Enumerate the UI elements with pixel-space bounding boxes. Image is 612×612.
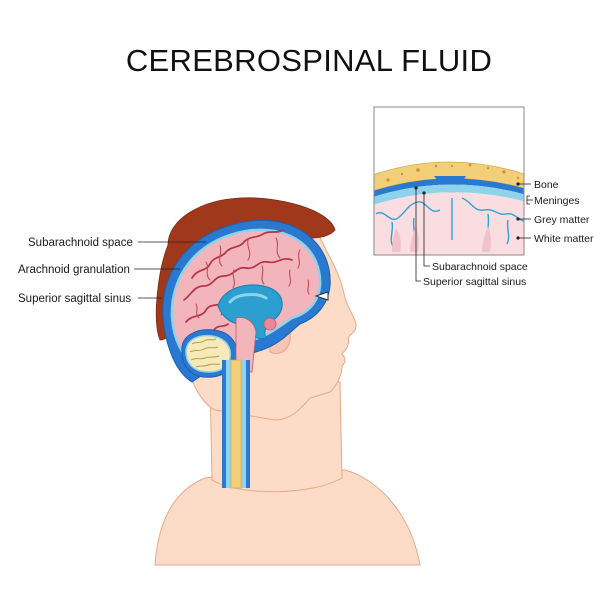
brainstem [235, 317, 257, 373]
leader-inset-subarachnoid [423, 193, 430, 267]
inset-subarachnoid-layer [374, 184, 524, 205]
torso-shoulders [154, 469, 421, 566]
third-ventricle-highlight [228, 293, 268, 304]
leader-inset-sinus [415, 188, 421, 282]
pituitary [263, 317, 277, 331]
label-superior-sagittal-sinus: Superior sagittal sinus [18, 293, 131, 305]
label-subarachnoid-space: Subarachnoid space [28, 237, 133, 249]
label-inset-superior-sagittal-sinus: Superior sagittal sinus [423, 276, 526, 288]
spinal-cord [230, 359, 242, 489]
label-meninges: Meninges [534, 195, 580, 207]
diagram-title: CEREBROSPINAL FLUID [126, 43, 492, 78]
label-grey-matter: Grey matter [534, 214, 590, 226]
inset-meninges-layer [374, 178, 524, 197]
meninges-inset [373, 106, 525, 256]
label-arachnoid-granulation: Arachnoid granulation [18, 264, 130, 276]
label-white-matter: White matter [534, 233, 594, 245]
label-bone: Bone [534, 179, 559, 191]
label-inset-subarachnoid-space: Subarachnoid space [432, 261, 528, 273]
inset-bone-texture [386, 163, 520, 182]
inset-frame [373, 106, 525, 256]
inset-white-matter [392, 226, 492, 252]
eye [314, 291, 329, 301]
